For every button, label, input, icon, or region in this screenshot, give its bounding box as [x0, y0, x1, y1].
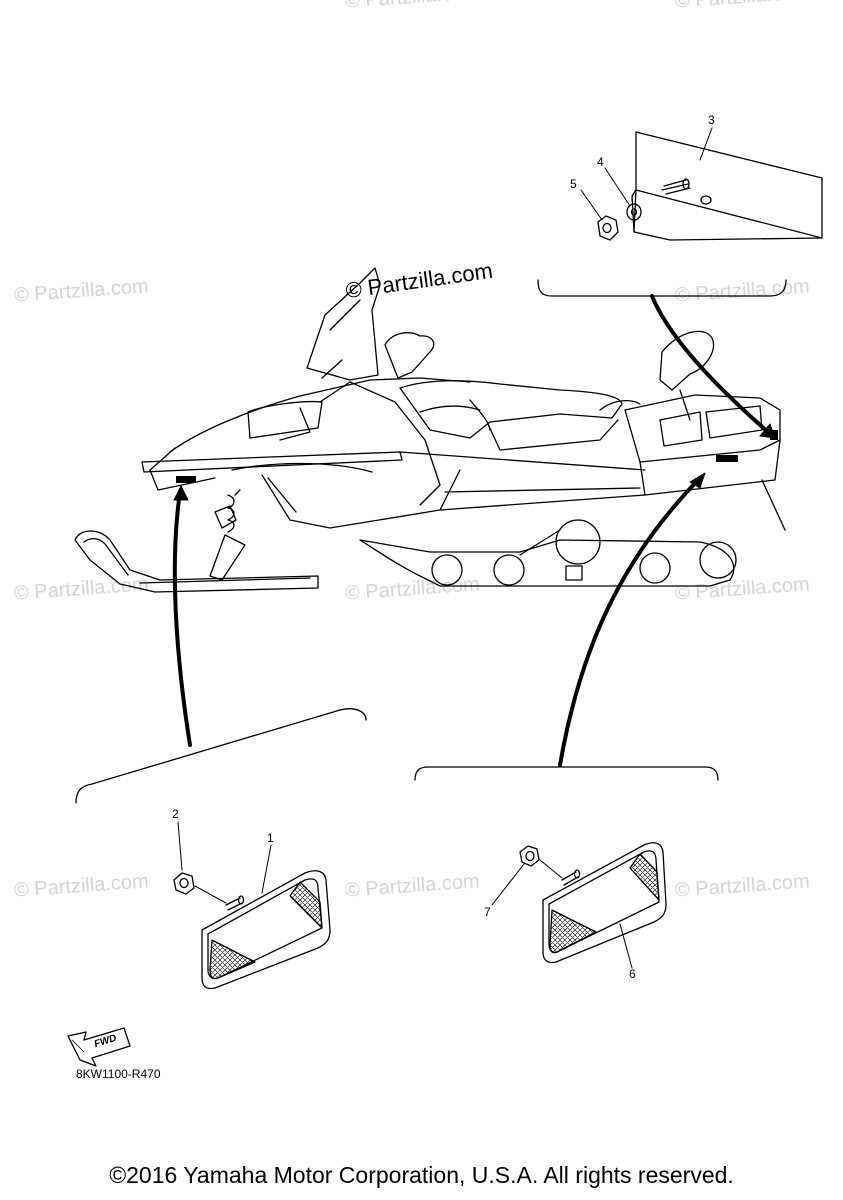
part-6-rear-reflector	[491, 842, 667, 969]
leader-rear-top-tip	[759, 423, 776, 439]
part-3-reflector-plate	[580, 127, 823, 241]
leader-rear-top	[650, 294, 770, 434]
callout-5: 5	[570, 177, 577, 191]
part-1-front-reflector	[173, 821, 331, 990]
callout-7: 7	[484, 905, 491, 919]
bracket-lower-left	[75, 708, 367, 804]
callout-4: 4	[597, 155, 604, 169]
snowmobile-illustration	[74, 267, 786, 593]
callout-2: 2	[172, 807, 179, 821]
copyright-notice: ©2016 Yamaha Motor Corporation, U.S.A. A…	[109, 1162, 734, 1188]
leader-front	[172, 490, 192, 747]
leader-rear-side-tip	[689, 472, 706, 489]
bracket-upper-right	[537, 279, 787, 297]
callout-3: 3	[708, 113, 715, 127]
diagram-code: 8KW1100-R470	[76, 1067, 161, 1081]
bracket-lower-right	[414, 766, 719, 781]
callout-1: 1	[267, 831, 274, 845]
leader-rear-side	[558, 476, 702, 767]
fwd-arrow-icon	[67, 1027, 131, 1067]
leader-front-tip	[173, 485, 189, 501]
callout-6: 6	[629, 967, 636, 981]
